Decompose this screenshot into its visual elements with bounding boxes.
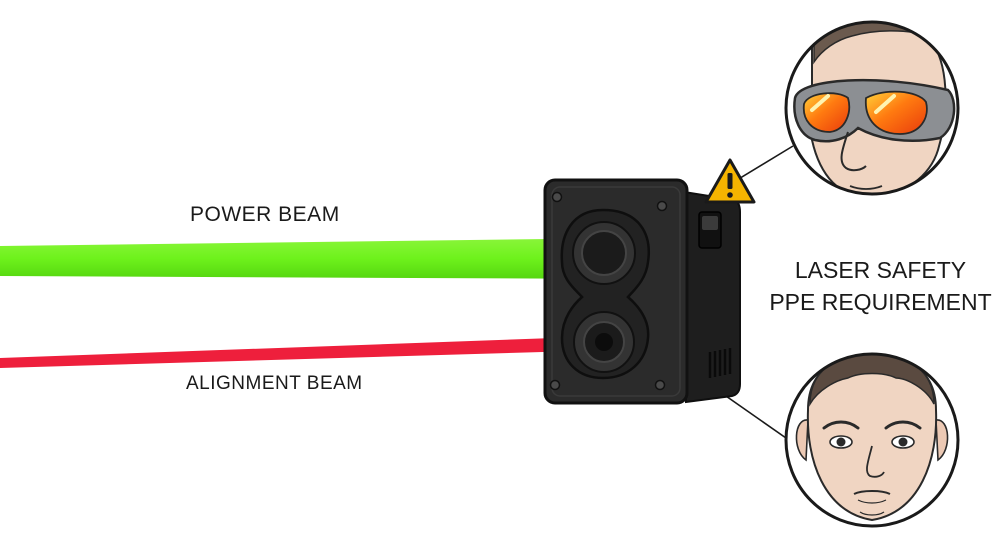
power-beam [0, 238, 636, 279]
alignment-beam [0, 336, 612, 368]
power-beam-label: POWER BEAM [190, 203, 340, 226]
bare-face-illustration [784, 352, 960, 528]
alignment-beam-label: ALIGNMENT BEAM [186, 373, 363, 394]
ppe-requirement-label: LASER SAFETY PPE REQUIREMENT [768, 254, 993, 318]
ppe-line-1: LASER SAFETY [794, 257, 967, 283]
warning-triangle-icon [704, 158, 756, 204]
face-with-goggles-illustration [784, 20, 960, 196]
laser-device [543, 178, 741, 405]
ppe-line-2: PPE REQUIREMENT [769, 289, 992, 315]
